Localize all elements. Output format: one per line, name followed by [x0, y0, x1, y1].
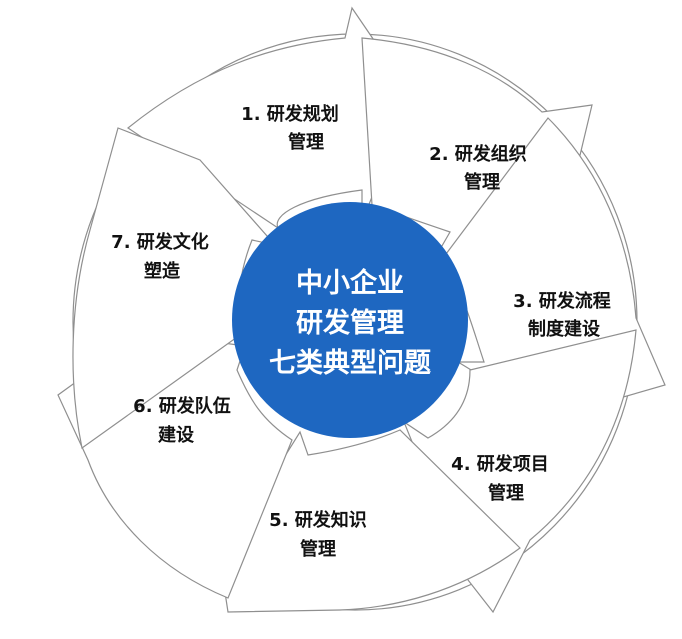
segment-label-5-line-2: 管理 [300, 538, 336, 560]
center-circle [232, 202, 468, 438]
segment-label-3-line-1: 3. 研发流程 [513, 290, 611, 312]
segment-label-4-line-1: 4. 研发项目 [451, 453, 549, 475]
segment-label-4-line-2: 管理 [488, 482, 524, 504]
segment-label-2-line-2: 管理 [464, 171, 500, 193]
arrow-segment-5 [219, 429, 521, 613]
segment-label-6-line-2: 建设 [158, 424, 194, 446]
arrow-segments [57, 6, 666, 614]
segment-label-3-line-2: 制度建设 [528, 318, 600, 340]
center-title-line-2: 研发管理 [296, 307, 404, 339]
segment-label-2-line-1: 2. 研发组织 [429, 143, 527, 165]
center-title: 中小企业 研发管理 七类典型问题 [269, 267, 431, 379]
segment-label-5-line-1: 5. 研发知识 [269, 509, 367, 531]
segment-label-7-line-2: 塑造 [144, 260, 180, 282]
center-title-line-1: 中小企业 [296, 267, 404, 299]
segment-labels: 1. 研发规划 管理 2. 研发组织 管理 3. 研发流程 制度建设 4. 研发… [111, 103, 611, 560]
center-title-line-3: 七类典型问题 [269, 348, 431, 379]
segment-label-6-line-1: 6. 研发队伍 [133, 395, 231, 417]
segment-label-1-line-1: 1. 研发规划 [241, 103, 339, 125]
segment-label-1-line-2: 管理 [288, 131, 324, 153]
segment-label-7-line-1: 7. 研发文化 [111, 231, 209, 253]
